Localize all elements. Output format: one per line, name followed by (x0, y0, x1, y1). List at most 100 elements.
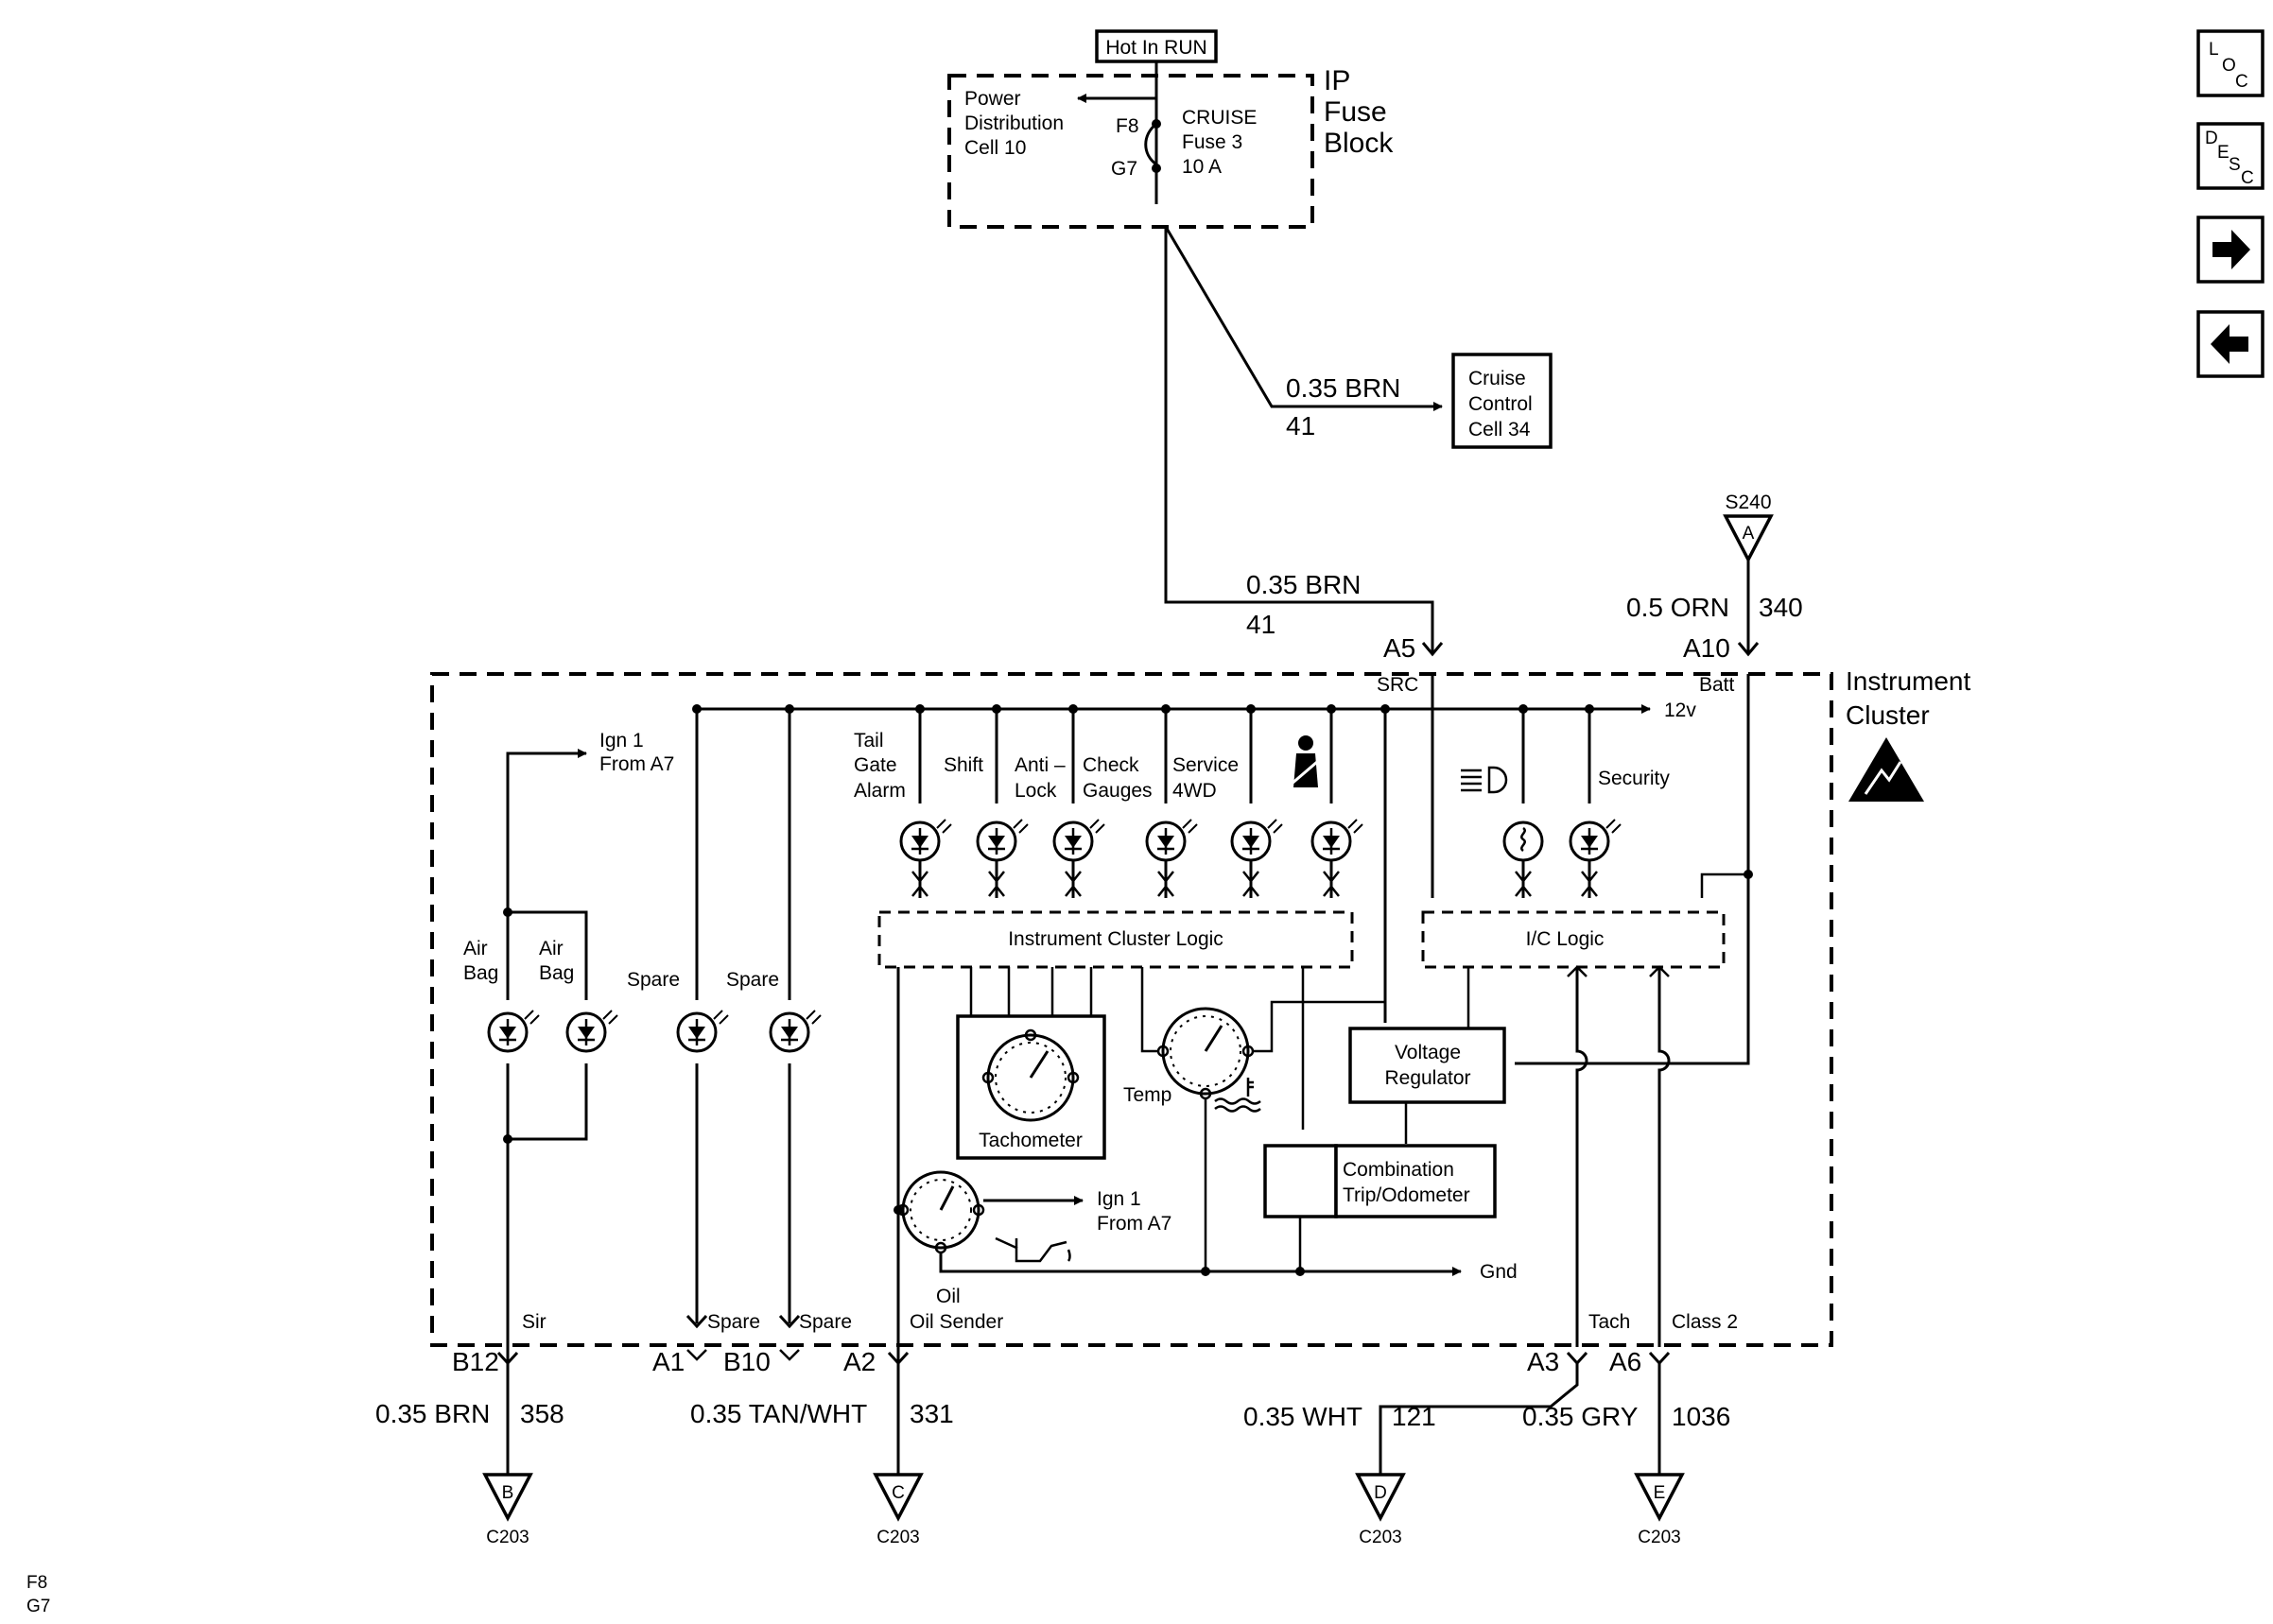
svg-text:O: O (2222, 56, 2236, 76)
svg-text:E: E (2217, 143, 2230, 163)
svg-text:Tach: Tach (1588, 1311, 1630, 1333)
a2-circuit: 331 (910, 1399, 954, 1428)
a6-wire-label: 0.35 GRY (1522, 1402, 1639, 1431)
class2-output-wire (1657, 967, 1671, 1347)
security-lamp (1569, 819, 1622, 862)
tailgate-alarm-lamp (899, 819, 952, 862)
a6-circuit: 1036 (1672, 1402, 1730, 1431)
svg-text:A: A (1743, 524, 1755, 544)
svg-text:Service: Service (1172, 754, 1239, 776)
headlamp-bulb (1502, 821, 1544, 862)
tailgate-alarm-label: Tail Gate Alarm (854, 730, 906, 802)
footer-line1: F8 (26, 1573, 47, 1593)
right-arrow-icon (2212, 230, 2250, 269)
connector-d-c203: D C203 (1355, 1473, 1406, 1547)
svg-text:C203: C203 (876, 1528, 919, 1547)
svg-text:A3: A3 (1527, 1347, 1559, 1376)
svg-text:Fuse: Fuse (1324, 96, 1387, 128)
svg-text:C: C (2241, 168, 2254, 188)
airbag2-lamp (565, 1010, 618, 1053)
oil-pressure-gauge (896, 1170, 985, 1254)
instrument-cluster-logic (877, 910, 1354, 969)
svg-text:Ign 1: Ign 1 (1097, 1188, 1141, 1210)
instrument-cluster-outline (430, 672, 1833, 1347)
airbag1-label: Air Bag (463, 938, 498, 984)
svg-text:A6: A6 (1609, 1347, 1641, 1376)
a5-pin-label: SRC (1377, 674, 1418, 696)
security-label: Security (1598, 768, 1670, 789)
gnd-label: Gnd (1480, 1261, 1518, 1283)
a5-pin: A5 (1383, 633, 1415, 663)
next-arrow-button[interactable] (2196, 216, 2264, 284)
ground-junction-temp (1201, 1267, 1210, 1276)
fuse-pin-g7-label: G7 (1111, 158, 1137, 180)
spare1-lamp (676, 1010, 729, 1053)
cruise-wire (1164, 226, 1443, 411)
service-4wd-label: Service 4WD (1172, 754, 1239, 802)
a5-feed-wire (1164, 227, 1434, 652)
antilock-label: Anti – Lock (1015, 754, 1066, 802)
footer-line2: G7 (26, 1597, 50, 1616)
svg-text:Control: Control (1468, 393, 1533, 415)
power-distribution-label: Power Distribution Cell 10 (964, 88, 1064, 159)
instrument-cluster-title: Instrument Cluster (1846, 666, 1970, 730)
loc-button[interactable]: L O C (2196, 29, 2264, 97)
fuse-symbol (1144, 122, 1158, 166)
spare2-label: Spare (726, 969, 779, 991)
left-arrow-icon (2211, 324, 2248, 364)
svg-text:Trip/Odometer: Trip/Odometer (1343, 1184, 1470, 1206)
svg-text:Air: Air (463, 938, 488, 959)
seatbelt-icon (1290, 735, 1325, 787)
check-gauges-lamp (1145, 819, 1198, 862)
instrument-cluster-logic-label: Instrument Cluster Logic (1008, 928, 1223, 950)
oil-ign1-label: Ign 1 From A7 (1097, 1188, 1171, 1235)
svg-text:Tail: Tail (854, 730, 884, 752)
antilock-lamp-terminal (1065, 871, 1082, 897)
ip-fuse-block-title: IP Fuse Block (1324, 65, 1394, 159)
spare1-label: Spare (627, 969, 680, 991)
a5-circuit: 41 (1246, 610, 1275, 639)
voltage-regulator: Voltage Regulator (1348, 1027, 1506, 1104)
airbag2-label: Air Bag (539, 938, 574, 984)
headlamp-terminal (1515, 871, 1532, 897)
pin-a6: A6 Class 2 (1609, 1311, 1738, 1376)
batt-junction (1744, 870, 1753, 879)
svg-text:Alarm: Alarm (854, 780, 906, 802)
cruise-wire-label: 0.35 BRN (1286, 373, 1400, 403)
temp-label: Temp (1123, 1084, 1171, 1106)
headlamp-icon (1461, 766, 1508, 794)
ground-junction-combo (1295, 1267, 1305, 1276)
ign1-top-wire (506, 749, 587, 912)
svg-text:Cluster: Cluster (1846, 700, 1930, 730)
a10-circuit: 340 (1759, 593, 1803, 622)
svg-text:B: B (502, 1483, 514, 1503)
splice-s240: S240 A (1723, 492, 1774, 563)
desc-button[interactable]: D E S C (2196, 122, 2264, 190)
12v-bus-label: 12v (1664, 700, 1696, 721)
svg-text:Gauges: Gauges (1083, 780, 1153, 802)
a3-wire-label: 0.35 WHT (1243, 1402, 1362, 1431)
cruise-circuit: 41 (1286, 411, 1315, 441)
ground-wire (939, 1253, 1462, 1276)
temp-logic-wire (1140, 967, 1158, 1053)
prev-arrow-button[interactable] (2196, 310, 2264, 378)
fuse-pin-g7 (1152, 164, 1161, 173)
tachometer-logic-wires (969, 967, 1093, 1016)
svg-text:Distribution: Distribution (964, 112, 1064, 134)
svg-text:Combination: Combination (1343, 1159, 1454, 1181)
pin-a2: A2 Oil Sender (843, 1311, 1003, 1376)
svg-text:CRUISE: CRUISE (1182, 107, 1257, 129)
svg-text:Block: Block (1324, 128, 1394, 159)
svg-text:Class 2: Class 2 (1672, 1311, 1738, 1333)
tailgate-alarm-lamp-terminal (911, 871, 928, 897)
svg-text:D: D (1374, 1483, 1387, 1503)
hot-in-run-box: Hot In RUN (1095, 29, 1218, 63)
svg-text:Fuse 3: Fuse 3 (1182, 131, 1242, 153)
a5-terminal (1421, 642, 1444, 657)
svg-text:From A7: From A7 (1097, 1213, 1171, 1235)
svg-text:4WD: 4WD (1172, 780, 1217, 802)
svg-text:Ign 1: Ign 1 (599, 730, 644, 752)
bus-junctions (692, 704, 1594, 714)
a2-wire-label: 0.35 TAN/WHT (690, 1399, 867, 1428)
pin-b12: B12 Sir (452, 1311, 547, 1376)
